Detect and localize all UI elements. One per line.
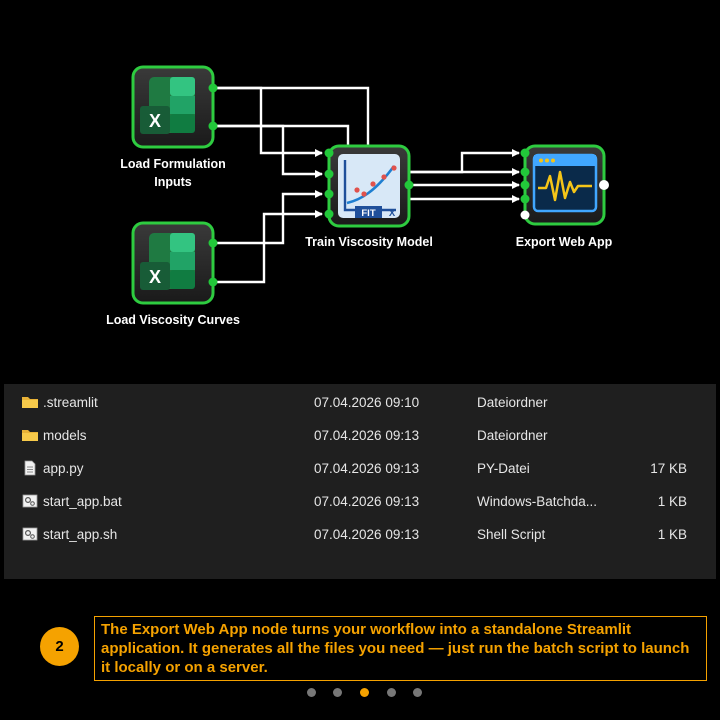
folder-icon bbox=[22, 430, 38, 441]
pager-dots bbox=[0, 687, 720, 699]
excel-icon: X bbox=[140, 77, 195, 134]
excel-glyph-2: X bbox=[149, 267, 161, 287]
file-name: models bbox=[43, 428, 87, 443]
file-row[interactable]: models 07.04.2026 09:13 Dateiordner bbox=[4, 419, 716, 452]
file-type: Shell Script bbox=[477, 527, 546, 542]
file-size: 1 KB bbox=[657, 527, 687, 542]
input-port-2[interactable] bbox=[520, 167, 530, 177]
batch-file-icon bbox=[22, 494, 38, 508]
file-size: 17 KB bbox=[650, 461, 687, 476]
file-explorer-list: .streamlit 07.04.2026 09:10 Dateiordner … bbox=[4, 384, 716, 579]
batch-file-icon bbox=[22, 527, 38, 541]
file-date: 07.04.2026 09:10 bbox=[314, 395, 420, 410]
file-date: 07.04.2026 09:13 bbox=[314, 494, 420, 509]
file-name: start_app.bat bbox=[43, 494, 122, 509]
file-date: 07.04.2026 09:13 bbox=[314, 527, 420, 542]
output-port-1[interactable] bbox=[599, 180, 609, 190]
file-type: PY-Datei bbox=[477, 461, 530, 476]
node-load-formulation-inputs[interactable]: X bbox=[131, 65, 218, 149]
file-size: 1 KB bbox=[657, 494, 687, 509]
axis-label: X bbox=[389, 208, 396, 219]
workflow-diagram: X X bbox=[131, 65, 610, 305]
pager-dot-1[interactable] bbox=[307, 688, 316, 697]
fit-label: FIT bbox=[361, 208, 375, 219]
output-port-1[interactable] bbox=[208, 238, 218, 248]
connection-load-viscosity-1[interactable] bbox=[213, 190, 323, 245]
pager-dot-4[interactable] bbox=[387, 688, 396, 697]
node-label-load-formulation: Load Formulation Inputs bbox=[103, 155, 243, 191]
input-port-4[interactable] bbox=[324, 209, 334, 219]
node-load-viscosity-curves[interactable]: X bbox=[131, 221, 218, 305]
connection-train-export-1[interactable] bbox=[409, 149, 520, 174]
input-port-1[interactable] bbox=[324, 148, 334, 158]
node-label-line: Load Formulation bbox=[120, 157, 226, 171]
output-port-2[interactable] bbox=[208, 277, 218, 287]
pager-dot-5[interactable] bbox=[413, 688, 422, 697]
web-app-monitor-icon bbox=[532, 153, 598, 213]
file-date: 07.04.2026 09:13 bbox=[314, 461, 420, 476]
excel-glyph-1: X bbox=[149, 111, 161, 131]
connection-load-viscosity-2[interactable] bbox=[213, 210, 323, 284]
file-name: start_app.sh bbox=[43, 527, 118, 542]
output-port-1[interactable] bbox=[208, 83, 218, 93]
file-type: Windows-Batchda... bbox=[477, 494, 598, 509]
file-row[interactable]: start_app.sh 07.04.2026 09:13 Shell Scri… bbox=[4, 518, 716, 551]
connection-load-formulation-1[interactable] bbox=[213, 86, 323, 157]
node-label-train-model: Train Viscosity Model bbox=[305, 235, 433, 249]
output-port-1[interactable] bbox=[404, 180, 414, 190]
node-export-web-app[interactable] bbox=[520, 144, 610, 226]
node-label-line: Inputs bbox=[154, 175, 192, 189]
file-row[interactable]: app.py 07.04.2026 09:13 PY-Datei 17 KB bbox=[4, 452, 716, 485]
file-icon bbox=[24, 460, 36, 476]
node-label-load-viscosity: Load Viscosity Curves bbox=[106, 313, 240, 327]
file-date: 07.04.2026 09:13 bbox=[314, 428, 420, 443]
step-number-badge: 2 bbox=[40, 627, 79, 666]
workflow-canvas: X X bbox=[103, 65, 613, 327]
step-caption: The Export Web App node turns your workf… bbox=[94, 616, 707, 681]
input-port-1[interactable] bbox=[520, 148, 530, 158]
input-port-3[interactable] bbox=[324, 189, 334, 199]
input-port-2[interactable] bbox=[324, 169, 334, 179]
input-port-4[interactable] bbox=[520, 194, 530, 204]
input-port-5[interactable] bbox=[520, 210, 530, 220]
node-train-viscosity-model[interactable]: FIT X bbox=[324, 144, 414, 228]
file-name: .streamlit bbox=[43, 395, 98, 410]
pager-dot-3[interactable] bbox=[360, 688, 369, 697]
file-type: Dateiordner bbox=[477, 395, 548, 410]
folder-icon bbox=[22, 397, 38, 408]
excel-icon: X bbox=[140, 233, 195, 290]
file-type: Dateiordner bbox=[477, 428, 548, 443]
connection-load-formulation-2[interactable] bbox=[213, 86, 370, 153]
file-row[interactable]: start_app.bat 07.04.2026 09:13 Windows-B… bbox=[4, 485, 716, 518]
curve-fit-icon: FIT X bbox=[338, 154, 400, 219]
pager-dot-2[interactable] bbox=[333, 688, 342, 697]
file-name: app.py bbox=[43, 461, 84, 476]
input-port-3[interactable] bbox=[520, 180, 530, 190]
output-port-2[interactable] bbox=[208, 121, 218, 131]
node-label-export-web-app: Export Web App bbox=[515, 235, 613, 249]
connections bbox=[213, 86, 520, 284]
file-row[interactable]: .streamlit 07.04.2026 09:10 Dateiordner bbox=[4, 386, 716, 419]
